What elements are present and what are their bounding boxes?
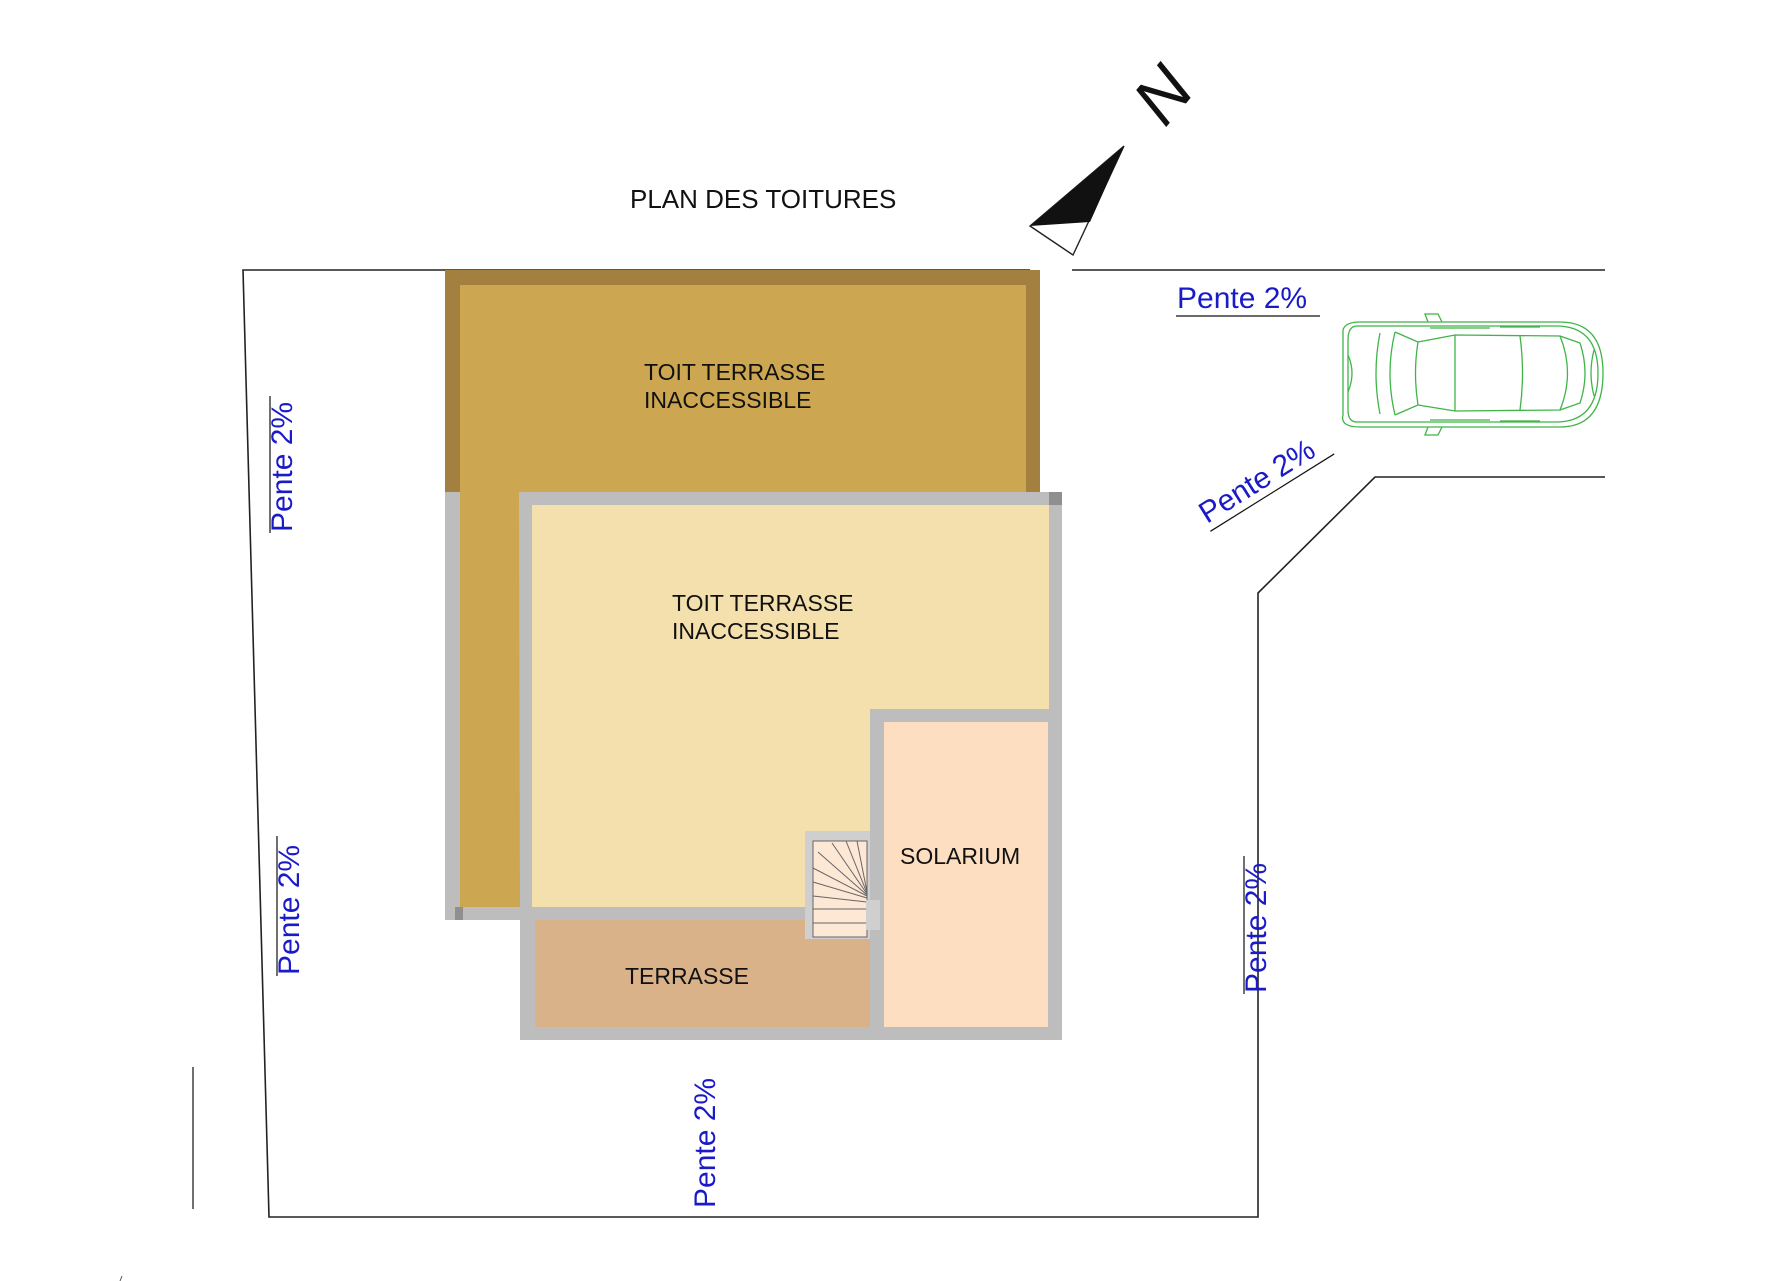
roof-corner-cap [455,907,463,920]
roof-north-label-1: TOIT TERRASSE [644,359,826,385]
roof-north [445,270,1040,492]
roof-north-label-2: INACCESSIBLE [644,387,811,413]
slope-label: Pente 2% [266,402,299,532]
slope-left-upper: Pente 2% [266,396,299,533]
slope-label: Pente 2% [689,1078,722,1208]
slope-label: Pente 2% [273,845,306,975]
north-label: N [1118,51,1208,138]
slope-label: Pente 2% [1240,863,1273,993]
roof-north-surface [460,285,1026,492]
slope-left-lower: Pente 2% [273,836,306,976]
roof-centre-surface [532,505,1049,907]
slope-right: Pente 2% [1240,856,1273,994]
solarium-label: SOLARIUM [900,843,1020,869]
stray-mark [119,1275,123,1281]
roof-corner-cap [1049,492,1062,505]
north-arrow-icon: N [1028,51,1208,257]
car-icon [1341,313,1604,436]
solarium-area [884,722,1048,1027]
roof-centre-label-1: TOIT TERRASSE [672,590,854,616]
terrasse-label: TERRASSE [625,963,749,989]
roof-west-strip-surface [460,492,523,907]
slope-label: Pente 2% [1177,282,1307,315]
slope-diagonal: Pente 2% [1193,433,1335,532]
roof-centre-label-2: INACCESSIBLE [672,618,839,644]
slope-label: Pente 2% [1193,433,1321,530]
stairs-icon [805,831,880,939]
plot-boundary [242,269,1605,1218]
plan-title: PLAN DES TOITURES [630,184,896,214]
slope-top-right: Pente 2% [1176,282,1320,317]
slope-bottom: Pente 2% [192,1067,722,1209]
